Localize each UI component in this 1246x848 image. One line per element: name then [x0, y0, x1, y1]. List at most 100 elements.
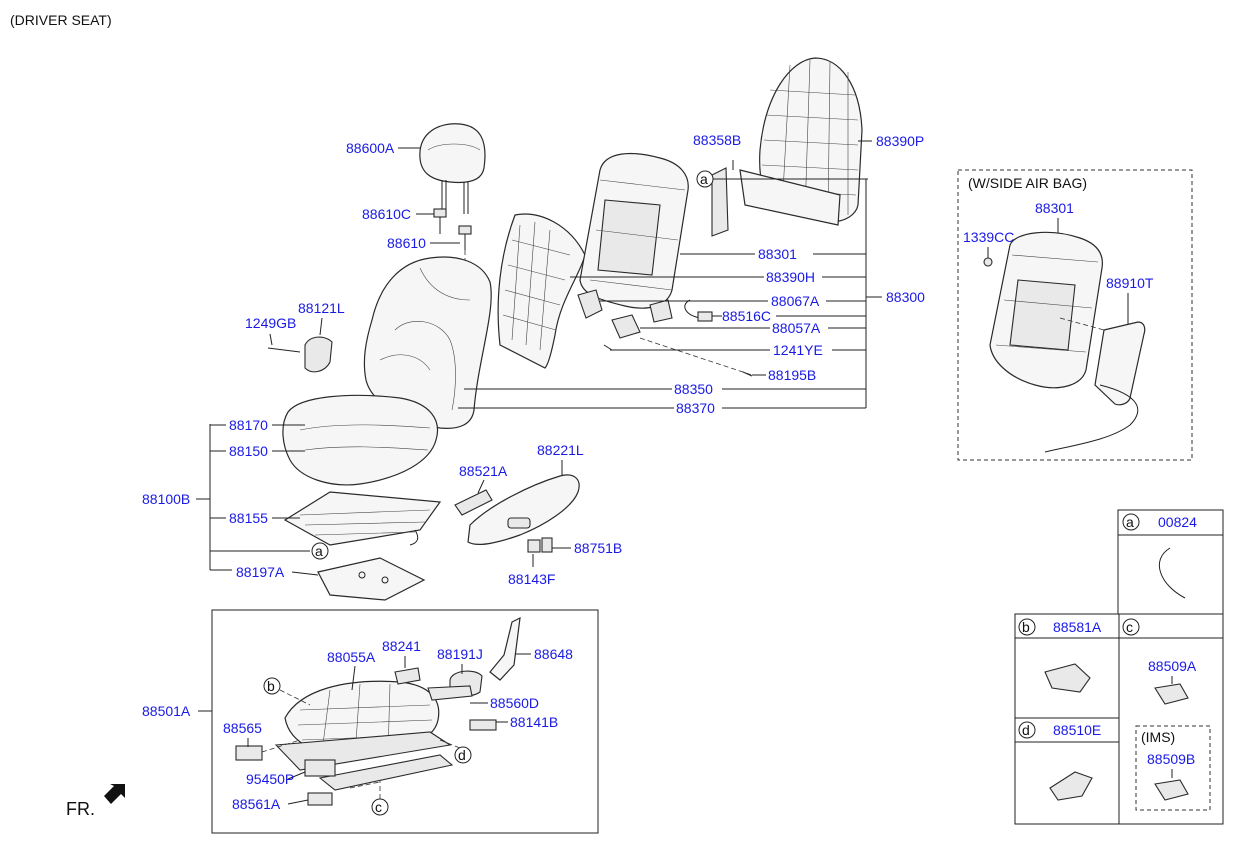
legend-d-letter: d	[1022, 722, 1030, 738]
switch-drawing	[454, 489, 493, 516]
cushion-plate-drawing	[317, 557, 426, 601]
legend-c-letter: c	[1126, 619, 1133, 635]
pad-88560D-drawing	[427, 685, 473, 701]
label-88565: 88565	[223, 720, 262, 736]
label-88301: 88301	[758, 246, 797, 262]
label-95450P: 95450P	[246, 771, 294, 787]
side-shield-drawing	[467, 474, 580, 546]
label-88648: 88648	[534, 646, 573, 662]
airbag-label-88910T: 88910T	[1106, 275, 1154, 291]
track-assembly-frame	[211, 609, 599, 834]
back-small-parts-drawing	[577, 289, 753, 377]
label-88055A: 88055A	[327, 649, 376, 665]
back-pad-drawing	[497, 213, 586, 369]
label-88155: 88155	[229, 510, 268, 526]
callout-a-lower-letter: a	[315, 543, 323, 559]
callout-a-upper-letter: a	[700, 171, 708, 187]
duct-88648-drawing	[489, 616, 521, 681]
legend-d-circle	[1018, 721, 1036, 739]
callout-c-letter: c	[375, 799, 382, 815]
legend-ims-frame	[1135, 725, 1211, 811]
cover-88141B-drawing	[469, 719, 497, 731]
legend-b-letter: b	[1022, 619, 1030, 635]
seat-back-cover-drawing	[363, 256, 492, 429]
cover-88565-drawing	[235, 745, 263, 761]
headrest-drawing	[419, 123, 486, 250]
knob-drawing	[527, 539, 541, 553]
legend-a-part: 00824	[1158, 514, 1197, 530]
legend-b-part: 88581A	[1053, 619, 1102, 635]
label-88501A: 88501A	[142, 703, 191, 719]
airbag-label-1339CC: 1339CC	[963, 229, 1014, 245]
legend-d-part: 88510E	[1053, 722, 1101, 738]
front-marker-label: FR.	[66, 799, 95, 819]
label-88610: 88610	[387, 235, 426, 251]
label-88100B: 88100B	[142, 491, 190, 507]
airbag-frame-drawing	[989, 231, 1146, 453]
callout-a-lower	[311, 542, 329, 560]
legend-table	[1014, 509, 1224, 825]
label-88390P: 88390P	[876, 133, 924, 149]
legend-c-part: 88509A	[1148, 658, 1197, 674]
label-88370: 88370	[676, 400, 715, 416]
label-88300: 88300	[886, 289, 925, 305]
legend-ims-motor-drawing	[1154, 779, 1189, 801]
label-88516C: 88516C	[722, 308, 771, 324]
cap-drawing	[541, 537, 553, 553]
callout-b-letter: b	[267, 678, 275, 694]
module-95450P-drawing	[304, 759, 336, 777]
legend-a-clip-drawing	[1158, 547, 1186, 599]
track-part-88241-drawing	[394, 667, 421, 685]
label-88067A: 88067A	[771, 293, 820, 309]
side-airbag-title: (W/SIDE AIR BAG)	[968, 175, 1087, 191]
label-88390H: 88390H	[766, 269, 815, 285]
legend-b-circle	[1018, 618, 1036, 636]
callout-b	[263, 677, 281, 695]
back-bracket-drawing	[711, 167, 729, 237]
label-88197A: 88197A	[236, 564, 285, 580]
label-1249GB: 1249GB	[245, 315, 296, 331]
airbag-label-88301: 88301	[1035, 200, 1074, 216]
label-88600A: 88600A	[346, 140, 395, 156]
label-88751B: 88751B	[574, 540, 622, 556]
cover-88561A-drawing	[307, 792, 333, 806]
label-88150: 88150	[229, 443, 268, 459]
label-88521A: 88521A	[459, 463, 508, 479]
recliner-cover-drawing	[267, 336, 333, 373]
label-88241: 88241	[382, 638, 421, 654]
label-88358B: 88358B	[693, 132, 741, 148]
label-88561A: 88561A	[232, 796, 281, 812]
legend-ims-label: (IMS)	[1141, 729, 1175, 745]
seat-cushion-drawing	[282, 394, 438, 486]
side-airbag-frame	[957, 169, 1193, 461]
legend-a-letter: a	[1126, 514, 1134, 530]
legend-b-motor-drawing	[1044, 663, 1091, 693]
callout-d	[454, 746, 472, 764]
legend-c-motor-drawing	[1154, 683, 1189, 705]
legend-ims-part: 88509B	[1147, 751, 1195, 767]
label-88191J: 88191J	[437, 646, 483, 662]
back-board-drawing	[739, 57, 863, 226]
label-88057A: 88057A	[772, 320, 821, 336]
legend-d-motor-drawing	[1049, 771, 1093, 801]
label-88170: 88170	[229, 417, 268, 433]
diagram-caption: (DRIVER SEAT)	[10, 12, 112, 28]
legend-a-circle	[1122, 513, 1140, 531]
track-assembly-drawing	[274, 680, 454, 791]
label-88141B: 88141B	[510, 714, 558, 730]
label-88610C: 88610C	[362, 206, 411, 222]
label-88350: 88350	[674, 381, 713, 397]
front-arrow-icon	[104, 784, 125, 804]
label-88143F: 88143F	[508, 571, 555, 587]
label-88195B: 88195B	[768, 367, 816, 383]
back-frame-drawing	[579, 152, 689, 309]
label-88221L: 88221L	[537, 442, 584, 458]
legend-c-circle	[1122, 618, 1140, 636]
airbag-nut-drawing	[983, 257, 993, 267]
label-1241YE: 1241YE	[773, 342, 823, 358]
callout-d-letter: d	[458, 747, 466, 763]
label-88121L: 88121L	[298, 300, 345, 316]
label-88560D: 88560D	[490, 695, 539, 711]
cushion-pad-drawing	[283, 491, 442, 546]
